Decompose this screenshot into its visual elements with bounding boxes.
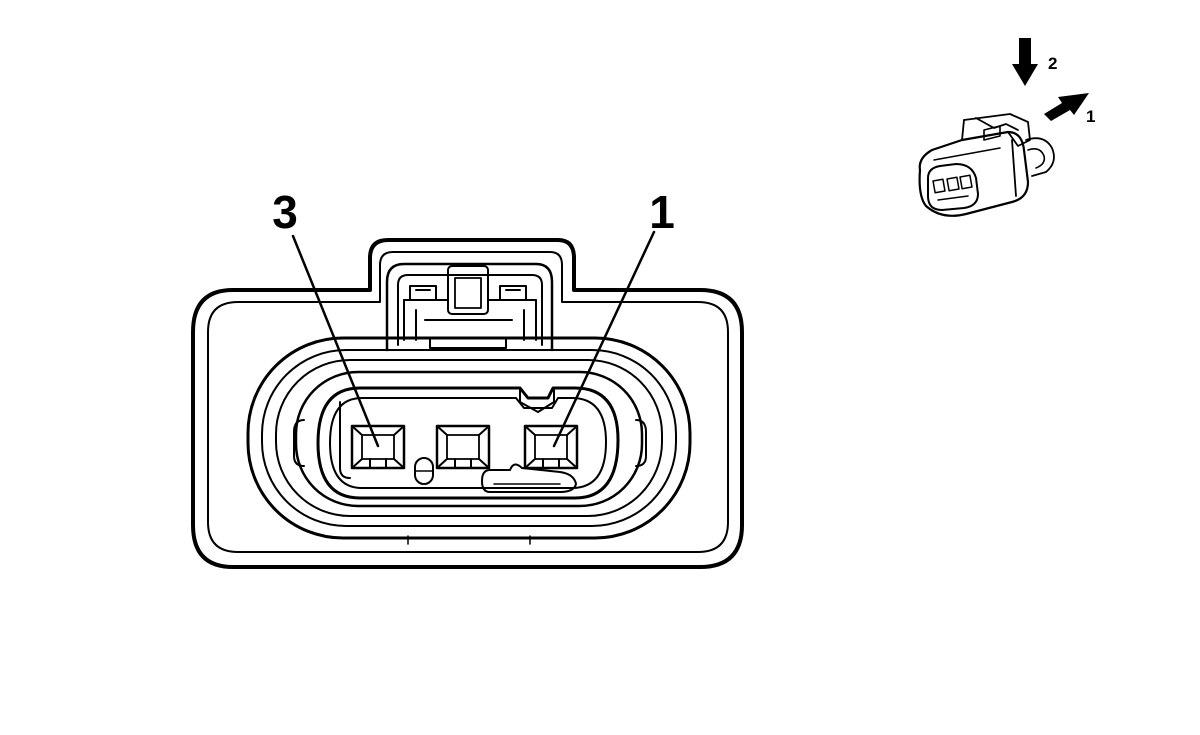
seal-ring-outer [246,336,692,540]
latch [385,262,554,352]
pin-1 [523,424,579,470]
left-key [293,419,305,467]
outer-housing-inner-edge [207,251,729,553]
pin-3-leader [291,234,380,448]
seal-ring-inner [275,359,663,517]
connector-face: 3 1 [191,186,744,569]
pin-3 [350,424,406,470]
mini-connector [918,113,1055,217]
pin-3-label: 3 [272,186,298,238]
arrow-1-label: 1 [1086,107,1095,126]
arrow-diagonal-icon [1044,93,1089,121]
coding-notch [519,389,555,413]
pin-1-leader [552,230,656,448]
pin-1-label: 1 [649,186,675,238]
arrow-2-label: 2 [1048,54,1057,73]
seal-ring-mid [261,349,677,527]
arrow-down-icon [1012,38,1038,86]
outer-housing [191,238,744,569]
bottom-slot [481,463,577,493]
seal-ring-core [294,370,644,508]
terminal-cavity [316,386,620,500]
pin-2 [435,424,491,470]
right-key [635,419,647,467]
inset-connector-illustration: 2 1 [918,38,1095,217]
